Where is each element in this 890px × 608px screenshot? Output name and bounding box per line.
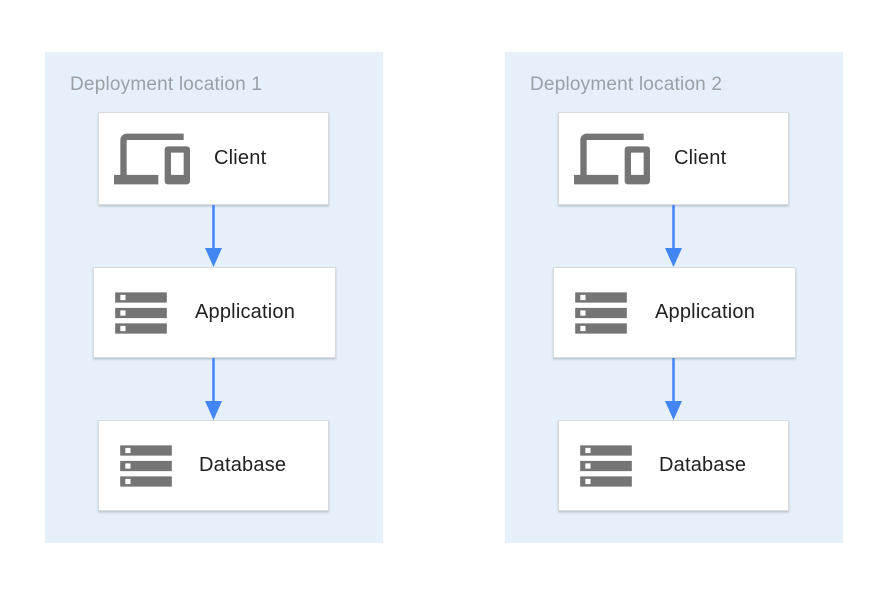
storage-icon	[110, 282, 172, 344]
database-node: Database	[98, 420, 329, 511]
application-label: Application	[195, 301, 296, 323]
client-node: Client	[98, 112, 329, 205]
database-label: Database	[659, 454, 747, 476]
database-label: Database	[199, 454, 287, 476]
arrow-application-to-database	[665, 358, 682, 420]
client-label: Client	[214, 147, 267, 169]
arrow-application-to-database	[205, 358, 222, 420]
client-label: Client	[674, 147, 727, 169]
deployment-location-2-panel: Deployment location 2 Client Application	[505, 52, 843, 543]
client-node: Client	[558, 112, 789, 205]
application-node: Application	[93, 267, 336, 358]
panel-title: Deployment location 2	[530, 74, 723, 95]
application-label: Application	[655, 301, 756, 323]
application-node: Application	[553, 267, 796, 358]
deployment-location-1-panel: Deployment location 1 Client Application	[45, 52, 383, 543]
storage-icon	[570, 282, 632, 344]
panel-title: Deployment location 1	[70, 74, 263, 95]
arrow-client-to-application	[665, 205, 682, 267]
arrow-client-to-application	[205, 205, 222, 267]
database-node: Database	[558, 420, 789, 511]
storage-icon	[115, 435, 177, 497]
storage-icon	[575, 435, 637, 497]
devices-icon	[114, 121, 190, 197]
devices-icon	[574, 121, 650, 197]
